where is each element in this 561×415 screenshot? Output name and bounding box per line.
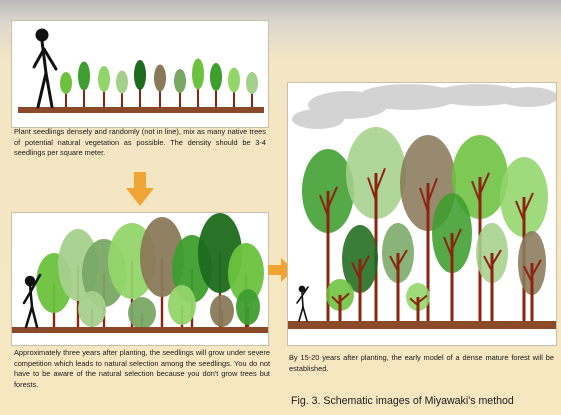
seedling-icon	[98, 66, 110, 107]
mature-forest-illustration	[288, 83, 556, 345]
cloud-icon	[292, 84, 556, 129]
competition-illustration	[12, 213, 268, 345]
seedling-icon	[192, 59, 204, 108]
caption-step1: Plant seedlings densely and randomly (no…	[14, 127, 266, 159]
tree-icon	[406, 283, 430, 321]
mature-forest	[302, 127, 548, 321]
seedling-icon	[174, 69, 186, 107]
panel-mature-forest	[287, 82, 557, 346]
seedling-icon	[154, 65, 166, 108]
figure-caption: Fig. 3. Schematic images of Miyawaki's m…	[291, 395, 559, 407]
young-forest	[36, 213, 264, 329]
panel-competition	[11, 212, 269, 346]
tree-icon	[128, 297, 156, 329]
seedling-icon	[60, 72, 72, 107]
down-arrow-icon	[126, 172, 154, 206]
soil-strip	[12, 327, 268, 333]
stick-figure-icon	[34, 30, 56, 107]
tree-icon	[432, 193, 472, 321]
tree-icon	[210, 295, 234, 327]
soil-strip	[288, 321, 556, 329]
panel-planting	[11, 20, 269, 128]
seedling-icon	[228, 68, 240, 108]
seedling-icon	[210, 63, 222, 107]
planting-illustration	[12, 21, 268, 127]
caption-step3: By 15-20 years after planting, the early…	[289, 353, 554, 374]
seedling-icon	[134, 60, 146, 107]
tree-icon	[518, 231, 546, 321]
seedling-icon	[78, 62, 90, 108]
seedling-group	[60, 59, 258, 108]
seedling-icon	[116, 71, 128, 108]
tree-icon	[78, 291, 106, 327]
seedling-icon	[246, 72, 258, 107]
tree-icon	[236, 289, 260, 327]
soil-strip	[18, 107, 264, 113]
stick-figure-icon	[297, 286, 308, 321]
caption-step2: Approximately three years after planting…	[14, 348, 270, 390]
tree-icon	[326, 279, 354, 321]
